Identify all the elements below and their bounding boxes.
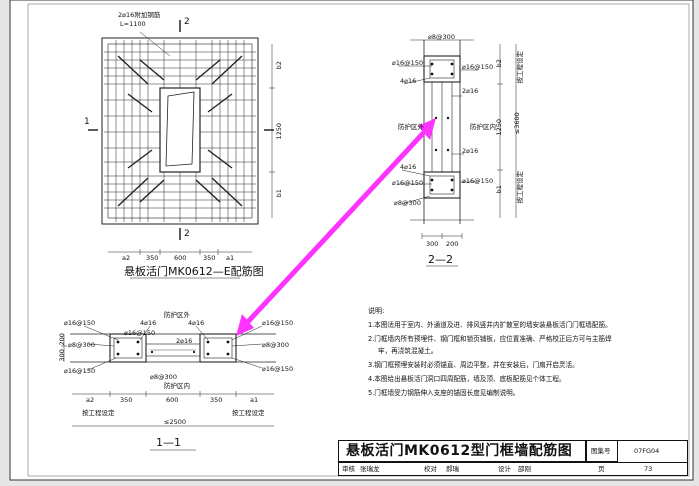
main-elevation [88,20,275,279]
note-2: 2.门框墙内所有预埋件、钢门框和锁页铺板，应位置准确、严格校正后方可与主筋焊 [368,335,612,343]
note-2-cont: 牢，再浇筑混凝土。 [378,347,438,355]
s22-side-left: 防护区外 [398,123,424,131]
s11-side-top: 防护区外 [164,311,190,319]
page-number: 73 [644,465,653,473]
main-dim-350-left: 350 [146,254,159,262]
note-4: 4.本图给出悬板活门洞口四周配筋，墙及顶、底板配筋见个体工程。 [368,375,566,383]
s22-label-l3: ⌀16@150 [392,179,424,187]
page-label: 页 [598,465,605,473]
s22-dim-300: 300 [426,240,439,248]
s22-top-dim: ⌀8@300 [428,33,455,41]
s11-dim-350-left: 350 [120,396,133,404]
s11-side-bottom: 防护区内 [164,382,190,390]
s11-total-dim: ≤2500 [164,418,186,426]
s11-note-left: 按工程设定 [82,409,115,417]
highlight-double-arrow [236,118,436,336]
s11-top-4: ⌀16@150 [262,319,294,327]
designer-name: 邵刚 [518,465,531,473]
main-dim-a1: a1 [226,254,235,262]
main-dim-a2: a2 [122,254,131,262]
s11-top-5: ⌀16@150 [124,329,156,337]
s11-dim-600: 600 [166,396,179,404]
main-rebar-length: L=1100 [120,20,146,28]
s11-dim-a2: a2 [86,396,95,404]
main-dim-1250: 1250 [275,122,284,140]
s11-left-1: ⌀8@300 [68,341,95,349]
s22-label-r1: ⌀16@150 [462,63,494,71]
s11-top-2: 4⌀16 [140,319,157,327]
note-3: 3.钢门框预埋安装时必须锚直、周边平整，并在安装后，门扇开启灵活。 [368,361,579,369]
checker-name: 郝瑞 [446,465,459,473]
section-mark-bottom: 2 [184,229,190,239]
s22-label-l5: 4⌀16 [400,163,417,171]
s22-dim-b2: b2 [494,59,503,68]
atlas-number: 07FG04 [634,447,660,455]
s11-dim-350-right: 350 [210,396,223,404]
s11-right-2: ⌀16@150 [262,365,294,373]
note-1: 1.本图适用于室内、外通道及进、排风竖井内扩散室的墙安装悬板活门门框墙配筋。 [368,321,612,329]
s22-dim-total: ≤3600 [512,112,521,135]
s11-right-1: ⌀8@300 [262,341,289,349]
s11-dim-300: 300 [57,349,66,362]
sign-row [338,462,688,476]
main-dim-b1: b1 [274,189,283,198]
s22-label-r2: ⌀16@150 [462,177,494,185]
main-dim-600: 600 [174,254,187,262]
s22-note-top: 按工程设定 [516,51,524,84]
section-mark-top: 2 [184,17,190,27]
check-label: 校对 [424,465,437,473]
s22-label-m1: 2⌀16 [462,87,479,95]
s11-top-6: 2⌀16 [176,337,193,345]
s11-top-1: ⌀16@150 [64,319,96,327]
s11-left-2: ⌀16@150 [64,367,96,375]
atlas-label: 图集号 [591,447,611,455]
main-caption: 悬板活门MK0612—E配筋图 [124,265,264,278]
s11-bottom-label: ⌀8@300 [150,373,177,381]
notes-heading: 说明: [368,307,385,315]
s22-label-l4: ⌀8@300 [394,199,421,207]
review-label: 审核 [342,465,355,473]
drawing-title: 悬板活门MK0612型门框墙配筋图 [346,443,573,459]
reviewer-name: 张瑞龙 [360,465,380,473]
s22-label-l2: 4⌀16 [400,77,417,85]
section-1-1 [61,325,276,451]
main-dim-b2: b2 [274,61,283,70]
s22-side-right: 防护区内 [470,123,496,131]
s11-caption: 1—1 [156,436,181,449]
s11-top-3: 4⌀16 [188,319,205,327]
s22-dim-200: 200 [446,240,459,248]
s11-dim-a1: a1 [250,396,259,404]
s22-dim-1250: 1250 [495,118,504,136]
design-label: 设计 [498,465,511,473]
title-cell [338,440,586,462]
section-mark-side: 1 [84,117,90,127]
main-rebar-label: 2⌀16附加钢筋 [118,11,161,19]
note-5: 5.门框墙受力钢筋伸入支座的锚固长度见编制说明。 [368,389,520,397]
s22-note-bottom: 按工程设定 [516,171,524,204]
atlas-label-cell [586,440,618,462]
s11-dim-200: 200 [57,333,66,346]
s22-label-m2: 2⌀16 [462,147,479,155]
main-dim-350-right: 350 [203,254,216,262]
s22-label-l1: ⌀16@150 [392,59,424,67]
s22-caption: 2—2 [428,253,453,266]
s11-note-right: 按工程设定 [232,409,265,417]
s22-dim-b1: b1 [494,185,503,194]
